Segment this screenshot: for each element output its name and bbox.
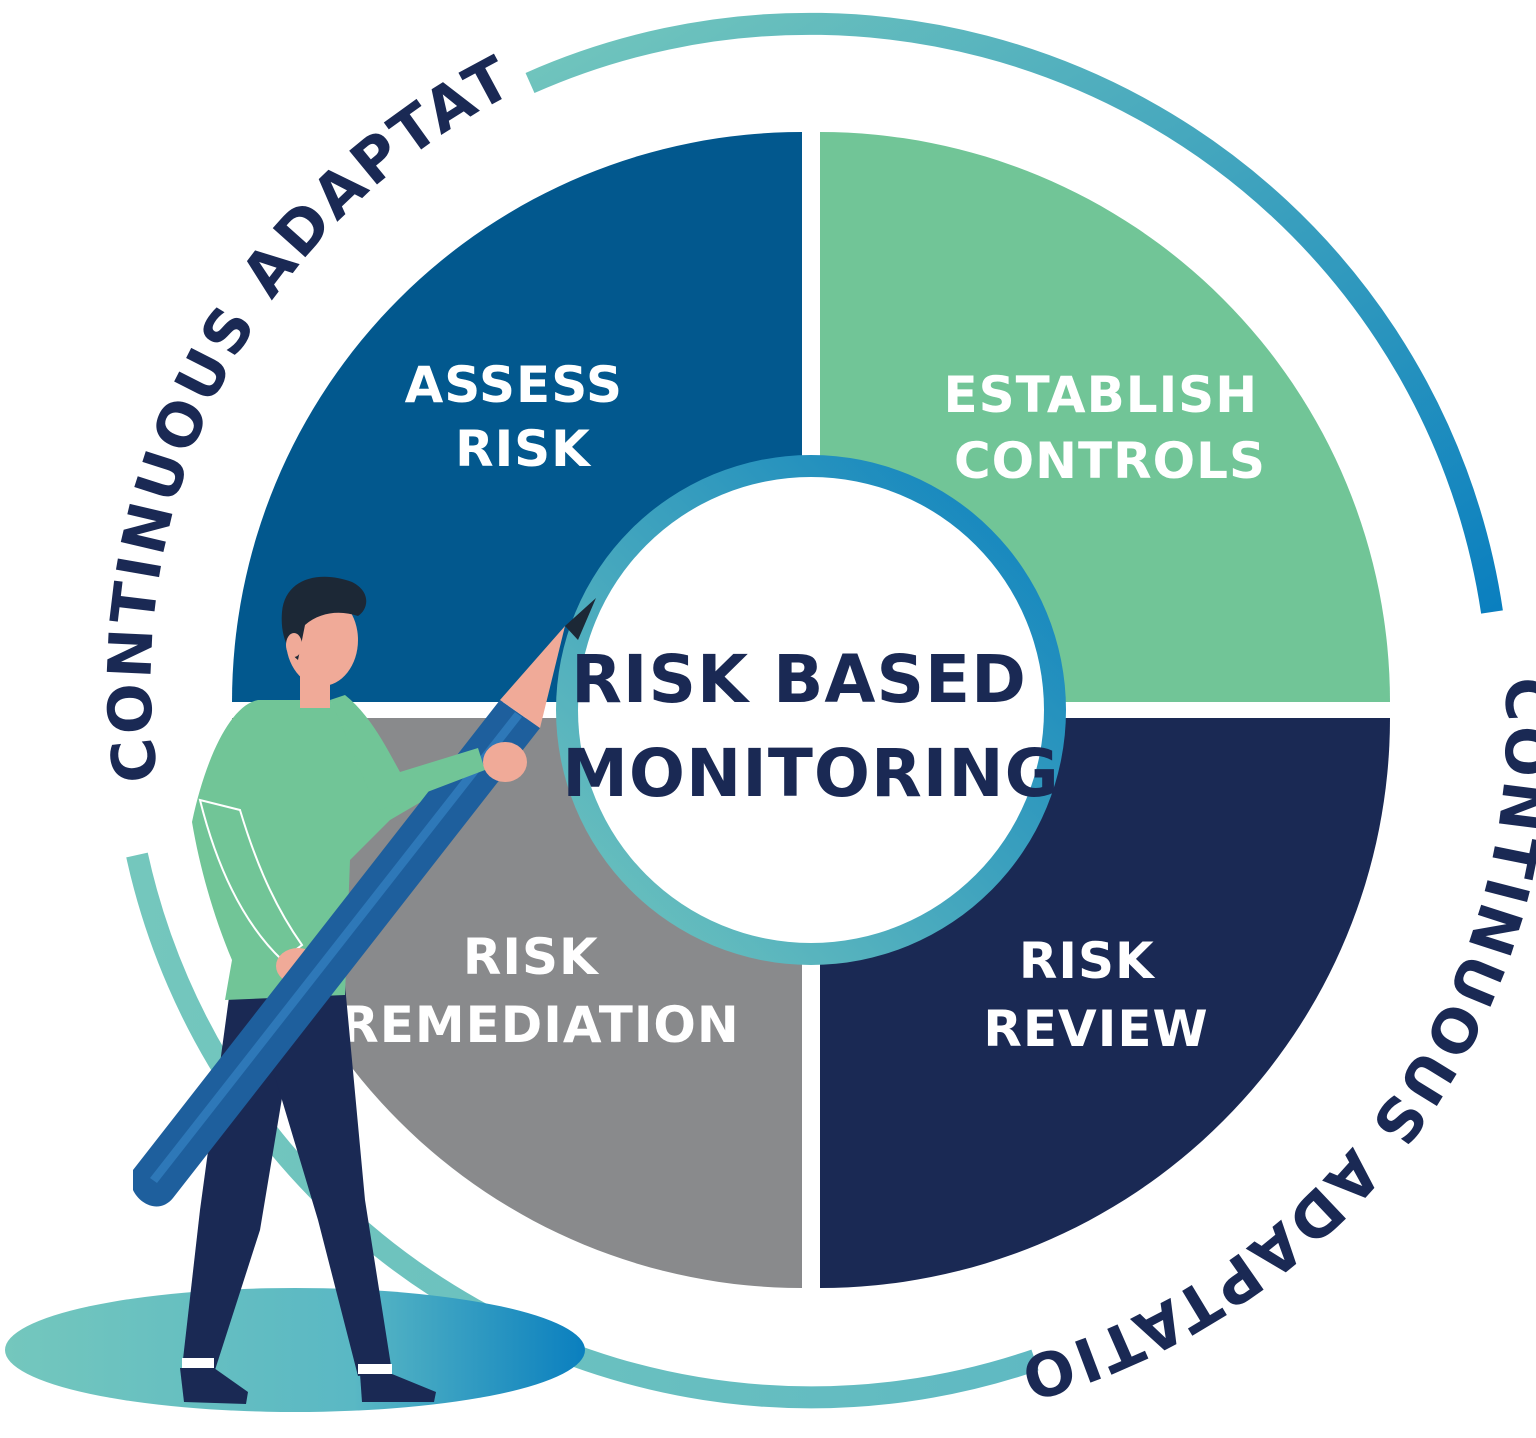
assess-risk-label: ASSESS RISK	[405, 356, 642, 478]
center-title: RISK BASED MONITORING	[562, 641, 1060, 812]
establish-controls-line1: ESTABLISH	[944, 366, 1259, 424]
right-sock	[358, 1364, 392, 1374]
arm-front	[330, 695, 485, 810]
left-shoe	[180, 1368, 248, 1404]
risk-remediation-line2: REMEDIATION	[340, 996, 740, 1054]
center-title-line2: MONITORING	[562, 735, 1060, 812]
person-illustration	[5, 576, 596, 1412]
ear	[286, 633, 302, 657]
risk-review-line2: REVIEW	[983, 1000, 1208, 1058]
assess-risk-line2: RISK	[455, 420, 592, 478]
hair	[281, 576, 367, 660]
risk-review-label: RISK REVIEW	[983, 932, 1208, 1058]
left-sock	[182, 1358, 214, 1368]
establish-controls-line2: CONTROLS	[954, 432, 1266, 490]
quadrant-labels: ASSESS RISK ESTABLISH CONTROLS RISK REVI…	[340, 356, 1277, 1058]
right-shoe	[360, 1374, 436, 1402]
hand-front	[483, 742, 527, 782]
center-disc	[578, 477, 1044, 943]
pencil-tip-lead	[565, 598, 596, 640]
right-leg	[258, 985, 392, 1376]
establish-controls-label: ESTABLISH CONTROLS	[944, 366, 1277, 490]
risk-remediation-line1: RISK	[463, 928, 600, 986]
assess-risk-line1: ASSESS	[405, 356, 623, 414]
risk-review-line1: RISK	[1019, 932, 1156, 990]
outer-arc-top-right	[525, 12, 1503, 614]
risk-remediation-label: RISK REMEDIATION	[340, 928, 740, 1054]
ground-shadow-ellipse	[5, 1288, 585, 1412]
center-hub: RISK BASED MONITORING	[556, 455, 1066, 965]
center-title-line1: RISK BASED	[571, 641, 1027, 718]
pencil-tip-wood	[500, 626, 565, 728]
pencil-icon	[133, 598, 596, 1207]
left-leg	[182, 990, 300, 1370]
pencil-stripe	[150, 712, 522, 1183]
